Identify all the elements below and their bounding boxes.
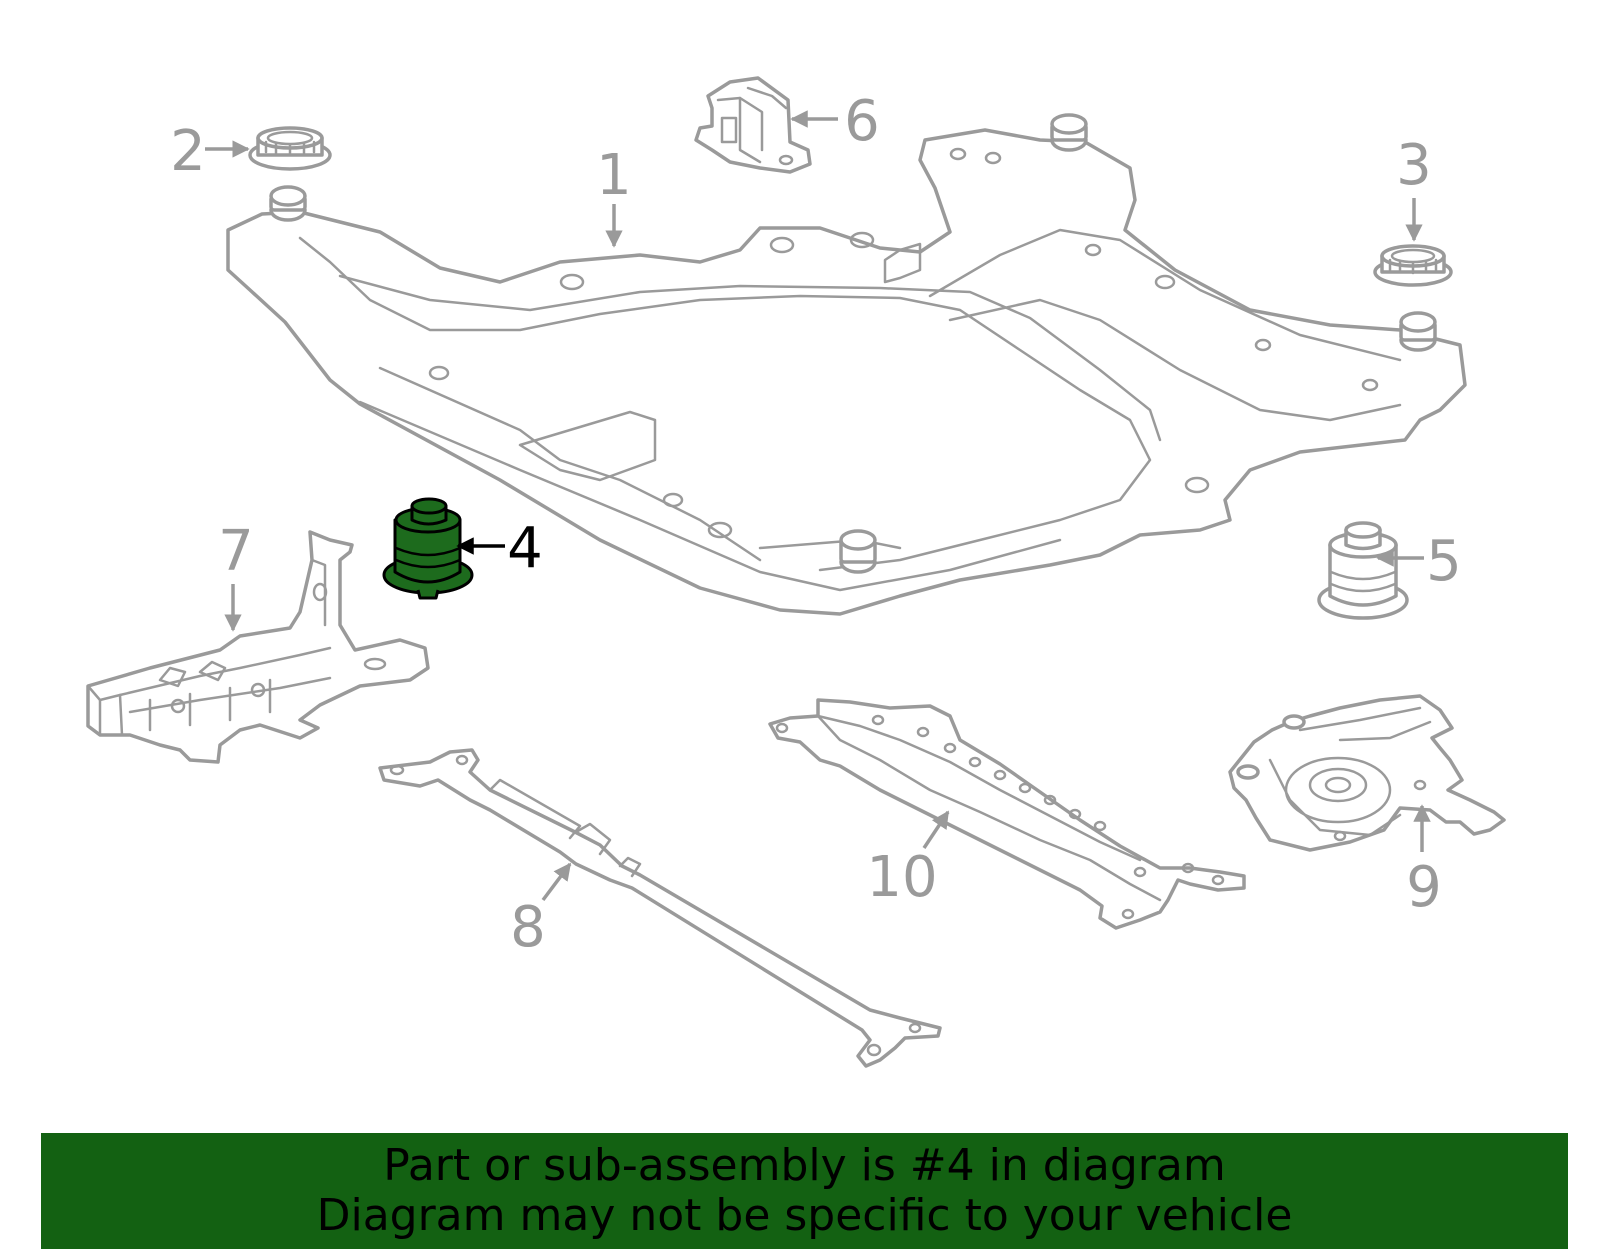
callout-8: 8 (510, 895, 546, 960)
callout-4: 4 (507, 516, 543, 581)
banner-line-disclaimer: Diagram may not be specific to your vehi… (316, 1190, 1293, 1241)
seal-ring-part-2[interactable] (248, 126, 332, 171)
callout-1: 1 (596, 143, 632, 208)
callout-5: 5 (1426, 529, 1462, 594)
leader-line-10 (922, 810, 950, 849)
callout-6: 6 (844, 89, 880, 154)
callout-9: 9 (1406, 855, 1442, 920)
info-banner: Part or sub-assembly is #4 in diagram Di… (41, 1133, 1568, 1249)
banner-line-part-number: Part or sub-assembly is #4 in diagram (383, 1140, 1226, 1191)
bracket-part-6[interactable] (694, 76, 812, 174)
callout-3: 3 (1396, 133, 1432, 198)
callout-7: 7 (218, 519, 254, 584)
bushing-part-5[interactable] (1317, 521, 1409, 620)
callout-2: 2 (170, 119, 206, 184)
bracket-part-7[interactable] (86, 530, 430, 764)
crossmember-brace-part-10[interactable] (768, 698, 1246, 930)
bushing-part-4-highlighted[interactable] (382, 497, 474, 600)
bracket-plate-part-9[interactable] (1228, 694, 1506, 852)
leader-line-8 (541, 862, 572, 902)
brace-rod-part-8[interactable] (378, 748, 942, 1068)
subframe-part-1[interactable] (226, 113, 1467, 616)
seal-ring-part-3[interactable] (1373, 244, 1453, 287)
callout-10: 10 (866, 845, 937, 910)
